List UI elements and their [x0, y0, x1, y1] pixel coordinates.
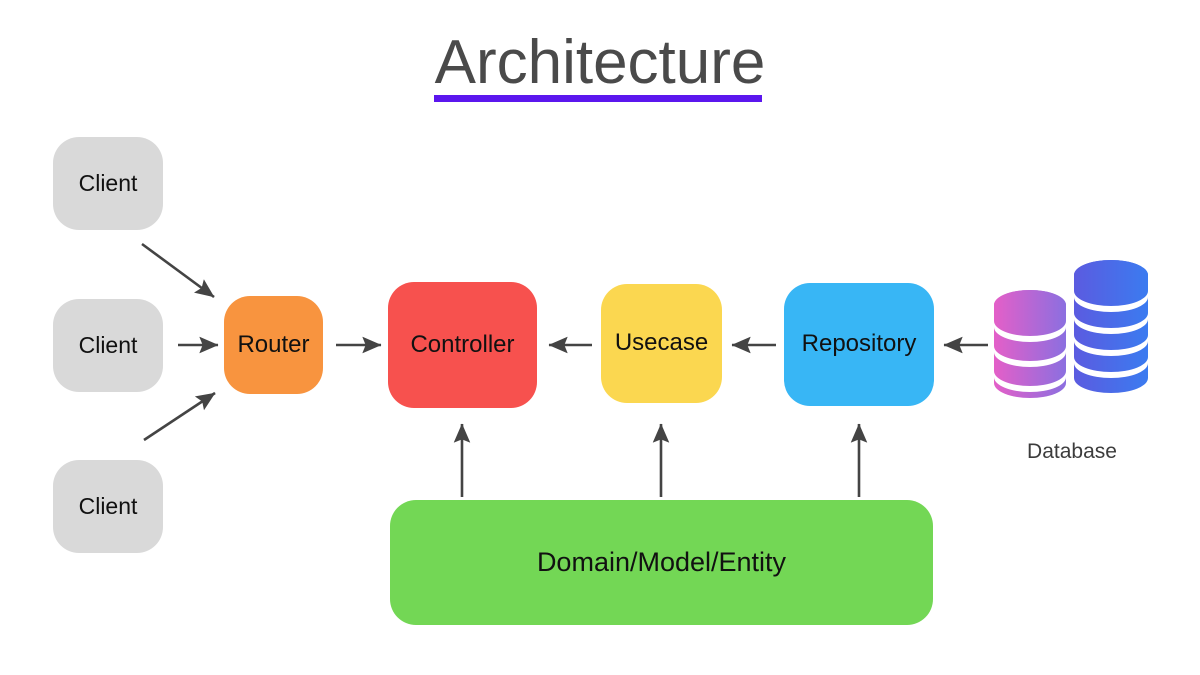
node-domain-label: Domain/Model/Entity	[536, 546, 787, 577]
database-right-stack	[1074, 260, 1148, 399]
node-controller[interactable]: Controller	[388, 282, 537, 408]
arrow-client-top-to-router	[141, 242, 215, 299]
database-left-stack	[994, 290, 1066, 398]
node-controller-label: Controller	[410, 330, 515, 358]
node-router-label: Router	[237, 330, 310, 358]
node-client-bottom[interactable]: Client	[53, 460, 163, 553]
node-client-bottom-label: Client	[78, 492, 138, 519]
node-repository[interactable]: Repository	[784, 283, 934, 406]
node-client-middle[interactable]: Client	[53, 299, 163, 392]
node-domain[interactable]: Domain/Model/Entity	[390, 500, 933, 625]
node-usecase-label: Usecase	[614, 329, 709, 357]
node-repository-label: Repository	[801, 330, 917, 358]
node-client-middle-label: Client	[78, 331, 138, 358]
node-client-top[interactable]: Client	[53, 137, 163, 230]
database-group[interactable]: Database	[992, 258, 1152, 468]
node-usecase[interactable]: Usecase	[601, 284, 722, 403]
page-title: Architecture	[434, 28, 766, 97]
title-block: Architecture	[0, 28, 1200, 98]
arrow-client-bottom-to-router	[143, 391, 216, 442]
title-underline	[434, 95, 762, 102]
database-label: Database	[1027, 440, 1117, 463]
node-router[interactable]: Router	[224, 296, 323, 394]
database-stack-icon	[994, 260, 1148, 399]
node-client-top-label: Client	[78, 169, 138, 196]
